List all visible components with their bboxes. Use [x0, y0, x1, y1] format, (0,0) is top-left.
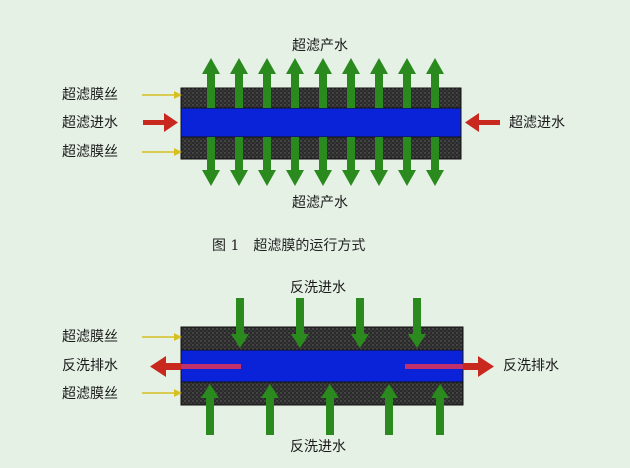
fig2-pointer-arrows — [142, 333, 182, 397]
figure2-graphics — [142, 298, 494, 435]
fig1-feed-right-label: 超滤进水 — [509, 115, 565, 131]
figure1-graphics — [142, 58, 500, 186]
fig2-membrane-bottom-label: 超滤膜丝 — [62, 386, 118, 402]
fig2-drain-stripe-left — [181, 364, 241, 369]
fig1-product-arrows-up — [202, 58, 444, 108]
fig2-drain-stripe-right — [405, 364, 463, 369]
fig2-backwash-arrows-top — [231, 298, 426, 348]
fig2-drain-left-label: 反洗排水 — [62, 358, 118, 374]
fig1-membrane-top-label: 超滤膜丝 — [62, 87, 118, 103]
fig1-bottom-label: 超滤产水 — [292, 195, 348, 211]
fig1-membrane-bottom-label: 超滤膜丝 — [62, 144, 118, 160]
fig1-feed-left-label: 超滤进水 — [62, 115, 118, 131]
fig1-caption-text: 超滤膜的运行方式 — [253, 238, 366, 254]
fig1-feed-channel — [180, 107, 462, 138]
fig1-caption: 图 1 超滤膜的运行方式 — [212, 239, 365, 253]
fig1-feed-arrow-left — [143, 113, 178, 132]
fig2-drain-arrow-left — [150, 356, 181, 377]
fig2-drain-right-label: 反洗排水 — [503, 358, 559, 374]
fig2-bottom-label: 反洗进水 — [290, 439, 346, 455]
fig2-backwash-arrows-bottom — [201, 384, 449, 435]
fig2-membrane-bottom — [180, 381, 464, 406]
fig1-pointer-arrows — [142, 91, 182, 156]
fig1-product-arrows-down — [202, 137, 444, 186]
fig1-feed-arrow-right — [465, 113, 500, 132]
fig1-top-label: 超滤产水 — [292, 38, 348, 54]
fig2-top-label: 反洗进水 — [290, 280, 346, 296]
fig2-drain-arrow-right — [463, 356, 494, 377]
fig2-membrane-top-label: 超滤膜丝 — [62, 329, 118, 345]
fig1-caption-number: 图 1 — [212, 238, 240, 254]
